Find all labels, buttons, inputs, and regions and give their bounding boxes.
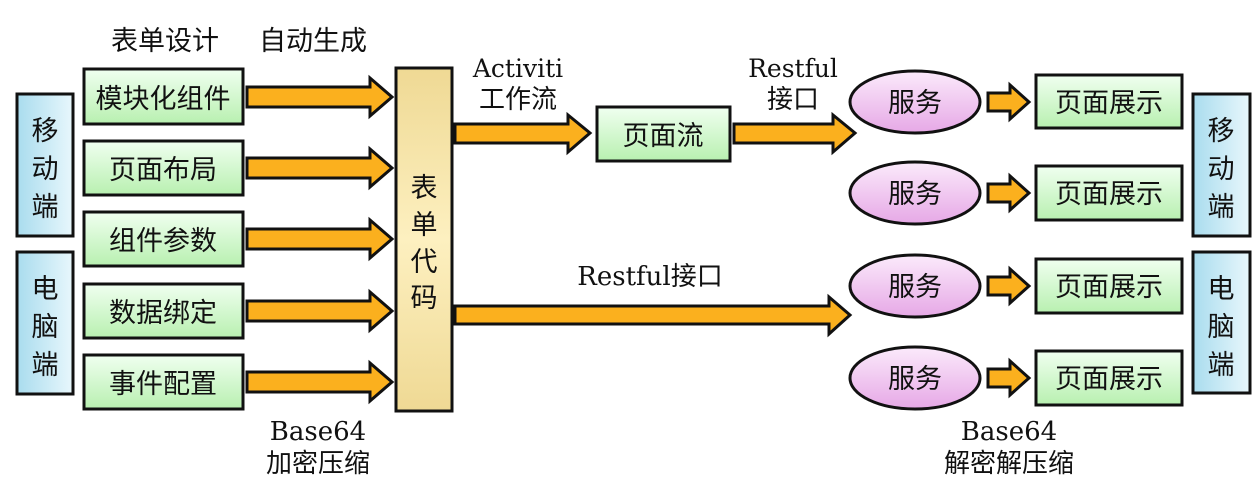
arrow-right-icon (453, 293, 853, 338)
design-item-event-config: 事件配置 (82, 353, 245, 411)
arrow-right-icon (245, 74, 395, 120)
service-label: 服务 (888, 179, 942, 210)
header-form-design: 表单设计 (111, 26, 219, 57)
restful-upper-line2: 接口 (767, 85, 819, 115)
left-client-mobile-char: 移 (32, 116, 59, 147)
page-display-box (1034, 349, 1184, 407)
page-display-label: 页面展示 (1055, 272, 1163, 303)
left-client-desktop-char: 电 (32, 274, 59, 305)
encode-note-line2: 加密压缩 (266, 449, 370, 479)
arrow-right-icon (732, 111, 858, 156)
arrow-right-icon (986, 265, 1032, 307)
design-item-label: 数据绑定 (109, 298, 217, 329)
form-code-char: 表 (411, 173, 438, 204)
design-item-label: 页面布局 (109, 155, 217, 186)
design-item-modular-components: 模块化组件 (82, 67, 245, 126)
page-display-box (1034, 164, 1184, 222)
workflow-label-line2: 工作流 (479, 85, 557, 115)
arrow-right-icon (453, 111, 593, 156)
page-display-box (1034, 257, 1184, 315)
restful-lower-label: Restful接口 (577, 262, 722, 292)
page-display-label: 页面展示 (1055, 364, 1163, 395)
service-node (848, 69, 982, 135)
service-row: 服务 页面展示 (848, 69, 1184, 135)
service-node (848, 345, 982, 411)
right-client-mobile: 移 动 端 (1191, 92, 1252, 238)
page-display-box (1034, 73, 1184, 130)
design-item-label: 模块化组件 (96, 84, 231, 115)
service-row: 服务 页面展示 (848, 345, 1184, 411)
arrow-right-icon (986, 172, 1032, 214)
service-row: 服务 页面展示 (848, 253, 1184, 319)
design-item-label: 事件配置 (109, 369, 217, 400)
page-display-label: 页面展示 (1055, 88, 1163, 119)
encode-note-line1: Base64 (270, 417, 366, 447)
service-label: 服务 (888, 272, 942, 303)
page-display-label: 页面展示 (1055, 179, 1163, 210)
form-code-char: 码 (411, 283, 438, 314)
left-client-desktop-char: 端 (32, 350, 59, 381)
left-client-mobile: 移 动 端 (15, 92, 75, 238)
design-item-page-layout: 页面布局 (82, 139, 245, 197)
design-item-data-binding: 数据绑定 (82, 282, 245, 340)
arrow-right-icon (986, 81, 1032, 123)
right-client-desktop: 电 脑 端 (1191, 250, 1252, 395)
service-node (848, 253, 982, 319)
arrow-right-icon (245, 145, 395, 191)
left-client-desktop-char: 脑 (32, 312, 59, 343)
arrow-right-icon (986, 357, 1032, 399)
decode-note-line2: 解密解压缩 (944, 449, 1074, 479)
right-client-mobile-char: 移 (1208, 116, 1235, 147)
service-row: 服务 页面展示 (848, 160, 1184, 226)
left-client-mobile-char: 端 (32, 192, 59, 223)
left-client-mobile-char: 动 (32, 154, 59, 185)
service-label: 服务 (888, 88, 942, 119)
form-code-box: 表 单 代 码 (394, 66, 454, 413)
left-client-desktop: 电 脑 端 (15, 250, 75, 396)
restful-upper-line1: Restful (748, 54, 838, 83)
form-code-char: 单 (411, 210, 438, 241)
right-client-mobile-char: 端 (1208, 192, 1235, 223)
arrow-right-icon (245, 288, 395, 334)
design-item-label: 组件参数 (109, 226, 217, 257)
design-item-component-params: 组件参数 (82, 210, 245, 268)
right-client-desktop-char: 电 (1208, 274, 1235, 305)
arrow-right-icon (245, 216, 395, 262)
workflow-label-line1: Activiti (472, 54, 563, 83)
right-client-desktop-char: 端 (1208, 350, 1235, 381)
decode-note-line1: Base64 (961, 417, 1057, 447)
header-auto-generate: 自动生成 (259, 26, 367, 57)
form-code-char: 代 (411, 247, 438, 278)
right-client-desktop-char: 脑 (1208, 312, 1235, 343)
arrow-right-icon (245, 359, 395, 405)
right-client-mobile-char: 动 (1208, 154, 1235, 185)
service-label: 服务 (888, 364, 942, 395)
page-flow-box: 页面流 (595, 105, 732, 163)
page-flow-label: 页面流 (623, 121, 704, 152)
service-node (848, 160, 982, 226)
